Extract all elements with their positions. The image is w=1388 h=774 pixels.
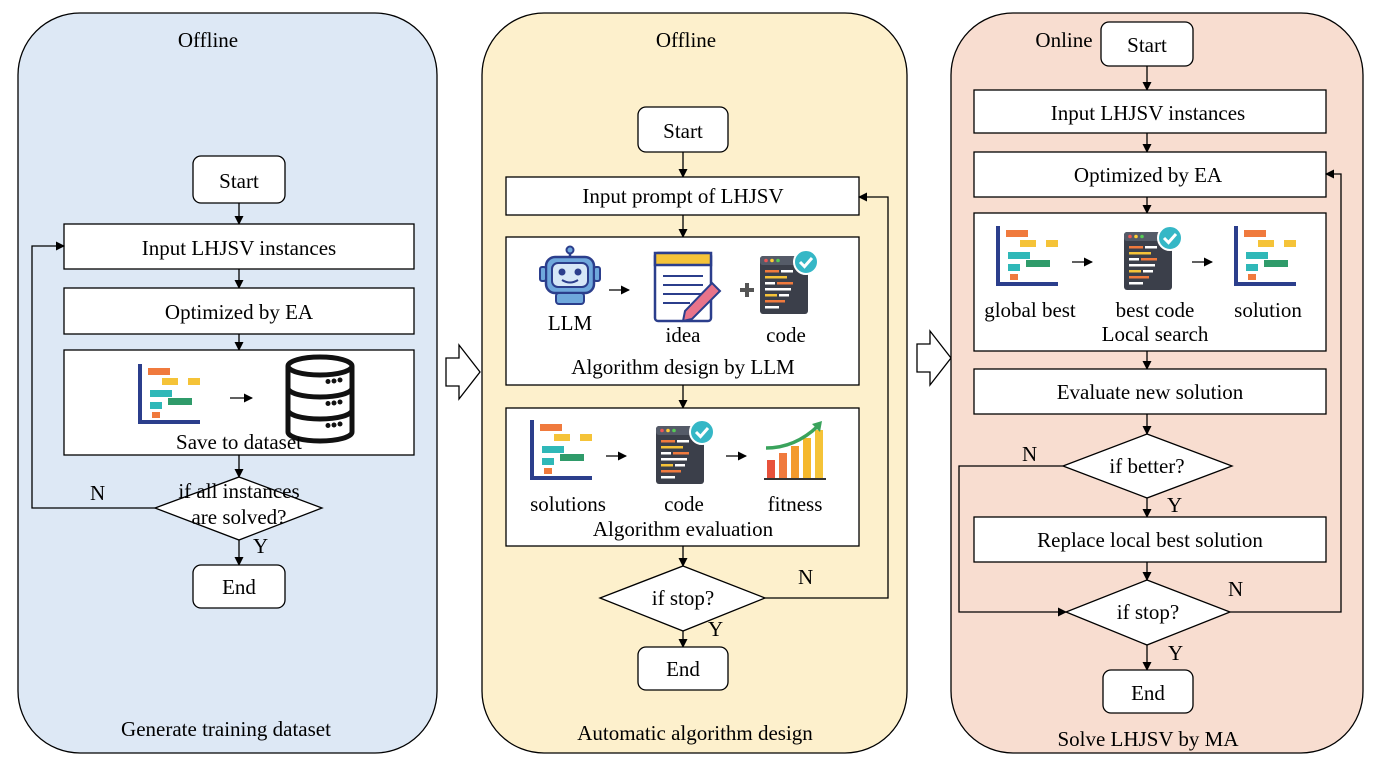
plus-icon [740,283,754,297]
input-prompt-label: Input prompt of LHJSV [582,184,783,208]
yes-branch-label-1: Y [1167,493,1182,517]
stop-decision-label: if stop? [652,586,714,610]
no-loop-connector [1230,169,1342,613]
notepad-pencil-icon [653,251,722,323]
no-branch-label: N [90,481,105,505]
input-instances-label: Input LHJSV instances [1051,101,1245,125]
end-node [637,646,729,691]
llm-label: LLM [548,311,593,335]
panel-3-caption: Solve LHJSV by MA [1057,727,1239,751]
start-node-label: Start [1127,33,1167,57]
end-node-label: End [222,575,256,599]
evaluate-step [973,368,1327,415]
database-icon [288,357,352,441]
solution-label: solution [1234,298,1302,322]
skip-replace-connector [958,465,1067,617]
robot-icon [539,245,601,305]
evaluate-step-label: Evaluate new solution [1057,380,1244,404]
panel-1-caption: Generate training dataset [121,717,331,741]
start-node-label: Start [219,169,259,193]
no-branch-label: N [798,565,813,589]
fitness-label: fitness [768,492,823,516]
optimize-step [63,287,415,335]
replace-step-label: Replace local best solution [1037,528,1263,552]
decision-label-line-2: are solved? [191,505,286,529]
panel-3-mode-label: Online [1035,28,1092,52]
yes-branch-label: Y [253,534,268,558]
best-code-label: best code [1116,298,1195,322]
end-node [192,564,286,609]
algorithm-design-label: Algorithm design by LLM [571,355,795,379]
no-loop-connector [31,241,155,509]
input-prompt-step [505,176,860,216]
better-decision-label: if better? [1109,454,1184,478]
no-loop-connector [765,192,889,599]
code-label: code [766,323,806,347]
input-instances-label: Input LHJSV instances [142,236,336,260]
decision-label-line-1: if all instances [178,479,299,503]
input-instances-step [973,89,1327,134]
yes-branch-label: Y [708,617,723,641]
panel-generate-training-dataset: Offline Start Input LHJSV instances Opti… [17,12,438,754]
panel-2-mode-label: Offline [656,28,716,52]
optimize-step-label: Optimized by EA [1074,163,1223,187]
solutions-label: solutions [530,492,606,516]
global-best-label: global best [984,298,1076,322]
idea-label: idea [666,323,702,347]
panel-automatic-algorithm-design: Offline Start Input prompt of LHJSV LLM [481,12,908,754]
code-label-2: code [664,492,704,516]
panel-2-caption: Automatic algorithm design [577,721,813,745]
end-node [1102,669,1194,714]
no-branch-label-1: N [1022,442,1037,466]
panel-1-mode-label: Offline [178,28,238,52]
panel-solve-by-ma: Online Start Input LHJSV instances Optim… [950,12,1364,754]
end-node-label: End [1131,681,1165,705]
transition-arrow-1 [445,343,481,401]
local-search-label: Local search [1102,322,1209,346]
start-node-label: Start [663,119,703,143]
replace-step [973,516,1327,563]
end-node-label: End [666,657,700,681]
growth-chart-icon [764,421,826,480]
yes-branch-label-2: Y [1168,641,1183,665]
save-dataset-label: Save to dataset [176,430,302,454]
optimize-step-label: Optimized by EA [165,300,314,324]
no-branch-label-2: N [1228,577,1243,601]
stop-decision-label: if stop? [1117,600,1179,624]
transition-arrow-2 [916,329,952,387]
algorithm-evaluation-label: Algorithm evaluation [593,517,774,541]
